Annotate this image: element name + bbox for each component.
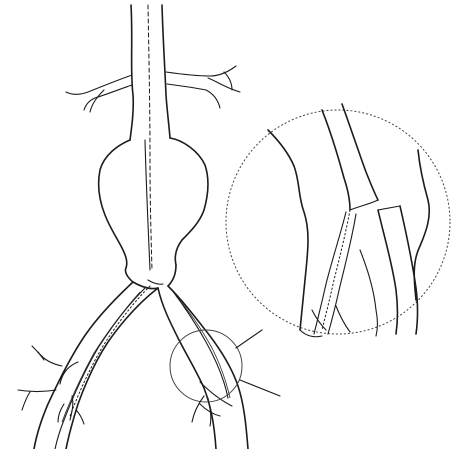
aortic-bifurcation (133, 265, 176, 289)
detail-lens-circle (170, 330, 280, 402)
aneurysm-sac (99, 138, 208, 282)
left-branch-artery (66, 75, 132, 112)
left-side-branches (18, 346, 84, 424)
left-iliac-artery (34, 282, 158, 449)
guidewire (145, 5, 152, 270)
right-iliac-artery (158, 286, 248, 449)
magnified-inset (226, 104, 450, 337)
right-branch-artery (166, 66, 240, 108)
